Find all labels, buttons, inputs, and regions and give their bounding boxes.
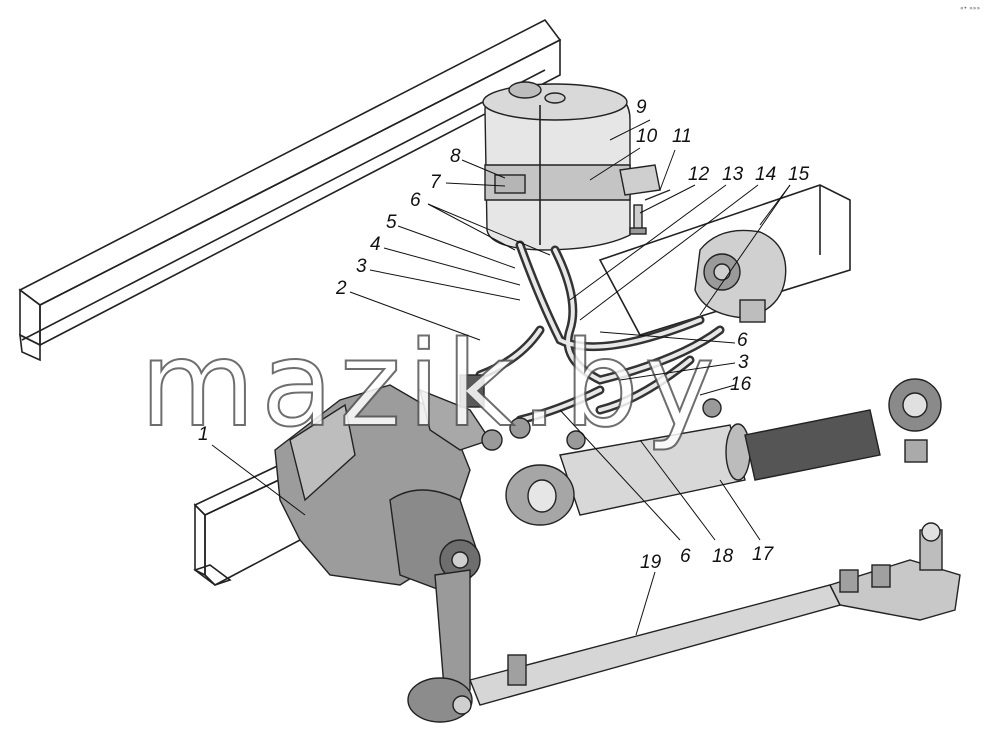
callout-labels: 1 2 3 3 4 5 6 6 6 7 8 9 10 11 12 13 14 1… xyxy=(198,97,810,573)
callout-9: 9 xyxy=(636,97,647,118)
frame-rail-upper xyxy=(18,18,562,362)
steering-gearbox xyxy=(274,384,492,591)
hose-fittings xyxy=(459,374,722,451)
callout-19: 19 xyxy=(640,552,662,573)
leader-lines xyxy=(211,119,791,636)
callout-13: 13 xyxy=(722,164,744,185)
callout-11: 11 xyxy=(672,126,692,147)
callout-10: 10 xyxy=(636,126,658,147)
callout-6: 6 xyxy=(410,190,421,211)
callout-14: 14 xyxy=(755,164,776,185)
callout-4: 4 xyxy=(370,234,381,255)
hydraulic-hoses-inner xyxy=(478,243,722,422)
callout-18: 18 xyxy=(712,546,734,567)
corner-mark: «• »»» xyxy=(960,5,980,12)
power-cylinder xyxy=(559,378,942,516)
callout-8: 8 xyxy=(450,146,461,167)
callout-17: 17 xyxy=(752,544,775,565)
mount-bolt xyxy=(629,189,671,235)
callout-6: 6 xyxy=(737,330,748,351)
hydraulic-reservoir xyxy=(482,81,661,251)
callout-16: 16 xyxy=(730,374,752,395)
callout-12: 12 xyxy=(688,164,710,185)
callout-7: 7 xyxy=(430,172,442,193)
callout-2: 2 xyxy=(335,278,347,299)
power-steering-pump xyxy=(694,229,787,323)
pitman-arm xyxy=(407,569,473,723)
callout-3: 3 xyxy=(356,256,367,277)
watermark: mazik.by xyxy=(140,315,721,453)
callout-1: 1 xyxy=(198,424,209,445)
callout-3: 3 xyxy=(738,352,749,373)
callout-6: 6 xyxy=(680,546,691,567)
drag-link xyxy=(469,522,961,706)
frame-rail-right xyxy=(598,184,851,336)
cylinder-eye xyxy=(505,464,575,526)
callout-5: 5 xyxy=(386,212,397,233)
callout-15: 15 xyxy=(788,164,810,185)
